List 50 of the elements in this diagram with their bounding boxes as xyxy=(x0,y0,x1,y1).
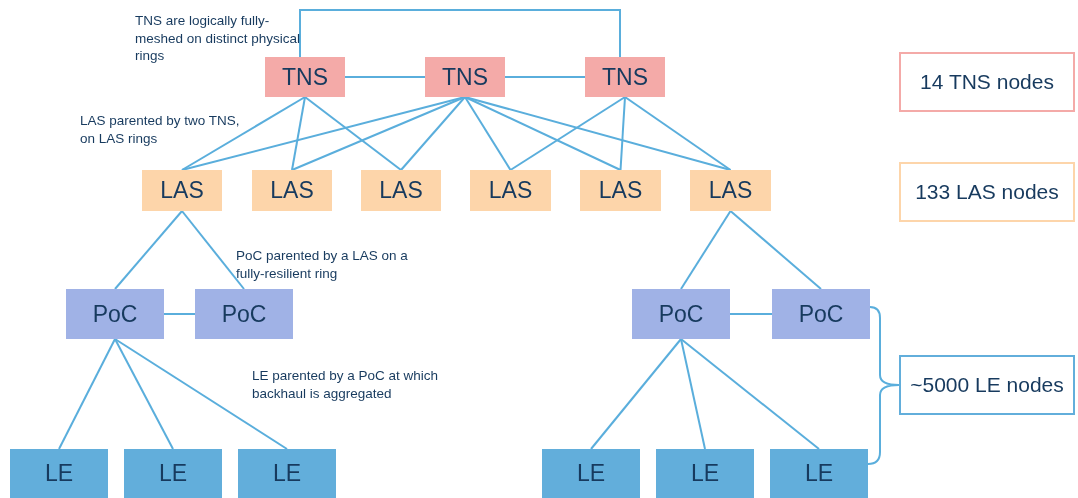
connector-line xyxy=(619,96,626,171)
network-node-box: LE xyxy=(542,449,640,498)
network-node-box: PoC xyxy=(195,289,293,339)
connector-line xyxy=(291,96,466,171)
count-box: ~5000 LE nodes xyxy=(899,355,1075,415)
connector-line xyxy=(181,210,245,290)
network-node-box: TNS xyxy=(265,57,345,97)
connector-line xyxy=(114,210,183,290)
network-node-box: LE xyxy=(10,449,108,498)
network-node-box: LE xyxy=(770,449,868,498)
count-box: 14 TNS nodes xyxy=(899,52,1075,112)
connector-line xyxy=(624,96,732,171)
connector-line xyxy=(291,96,306,171)
count-box: 133 LAS nodes xyxy=(899,162,1075,222)
annotation-text: PoC parented by a LAS on a fully-resilient ring xyxy=(236,247,409,283)
network-node-box: TNS xyxy=(585,57,665,97)
connector-line xyxy=(729,313,773,315)
network-node-box: LE xyxy=(656,449,754,498)
network-node-box: TNS xyxy=(425,57,505,97)
annotation-text: LAS parented by two TNS, on LAS rings xyxy=(80,112,241,148)
connector-line xyxy=(58,338,116,450)
network-node-box: LE xyxy=(238,449,336,498)
network-node-box: LAS xyxy=(361,170,441,211)
network-node-box: LAS xyxy=(470,170,551,211)
connector-line xyxy=(680,338,820,450)
network-node-box: LAS xyxy=(142,170,222,211)
connector-line xyxy=(504,76,586,78)
connector-line xyxy=(304,96,402,171)
connector-line xyxy=(729,210,822,290)
connector-line xyxy=(464,96,512,171)
connector-line xyxy=(114,338,174,450)
connector-line xyxy=(680,210,732,290)
connector-line xyxy=(114,338,288,450)
network-node-box: LAS xyxy=(580,170,661,211)
network-node-box: LAS xyxy=(252,170,332,211)
network-node-box: PoC xyxy=(772,289,870,339)
connector-line xyxy=(464,96,622,171)
connector-line xyxy=(344,76,426,78)
network-node-box: LE xyxy=(124,449,222,498)
connector-line xyxy=(299,9,621,58)
annotation-text: LE parented by a PoC at which backhaul is aggregated xyxy=(252,367,440,403)
connector-line xyxy=(590,338,682,450)
connector-line xyxy=(509,96,626,171)
connector-line xyxy=(680,338,706,450)
connector-line xyxy=(163,313,196,315)
network-node-box: PoC xyxy=(632,289,730,339)
connector-line xyxy=(181,96,306,171)
network-node-box: LAS xyxy=(690,170,771,211)
network-node-box: PoC xyxy=(66,289,164,339)
connector-line xyxy=(400,96,466,171)
